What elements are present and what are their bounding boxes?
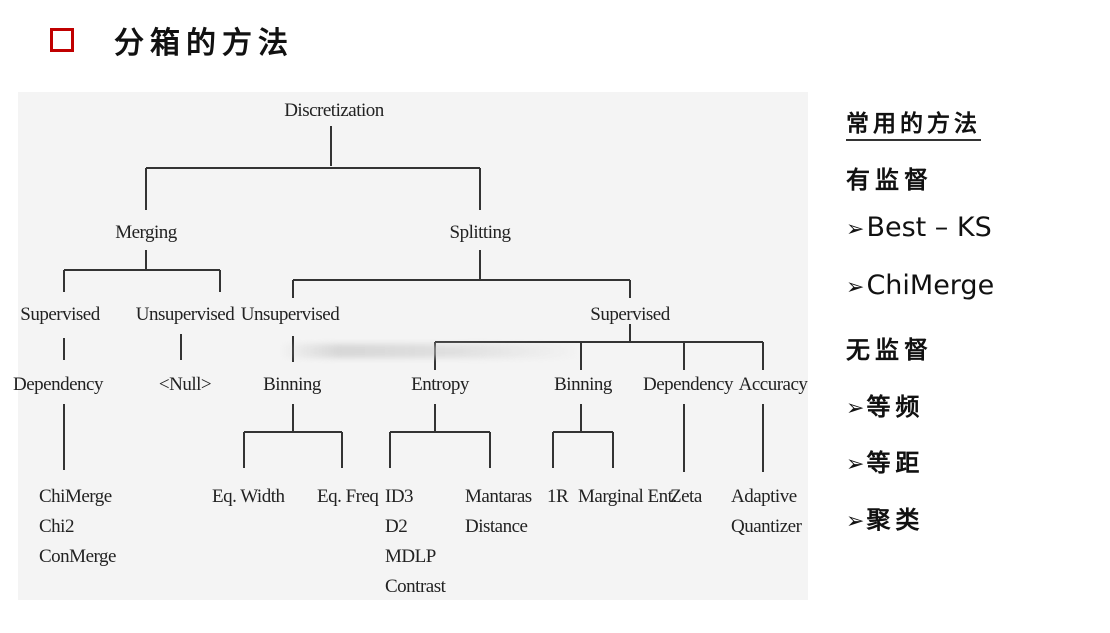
tree-connector-lines xyxy=(63,126,764,472)
common-methods-heading: 常用的方法 xyxy=(846,104,981,141)
node-binning-right: Binning xyxy=(554,374,612,395)
leaf-adaptive: Adaptive xyxy=(731,486,797,507)
leaf-entropy-group: ID3 D2 MDLP Contrast xyxy=(385,482,446,602)
method-label: Best – KS xyxy=(866,212,992,243)
leaf-conmerge: ConMerge xyxy=(39,546,116,567)
method-item-best-ks: ➢Best – KS xyxy=(846,212,992,243)
common-methods-panel: 常用的方法 有监督 ➢Best – KS ➢ChiMerge 无监督 ➢等频 ➢… xyxy=(846,100,1096,534)
leaf-zeta: Zeta xyxy=(670,486,702,507)
leaf-mdlp: MDLP xyxy=(385,546,436,567)
method-item-clustering: ➢聚类 xyxy=(846,500,924,535)
leaf-contrast: Contrast xyxy=(385,576,446,597)
scan-smudge xyxy=(280,344,580,358)
node-dependency-right: Dependency xyxy=(643,374,733,395)
node-binning-left: Binning xyxy=(263,374,321,395)
arrow-bullet-icon: ➢ xyxy=(846,275,865,300)
method-item-equal-width: ➢等距 xyxy=(846,443,924,478)
node-merging-supervised: Supervised xyxy=(20,304,100,325)
method-label: 等距 xyxy=(866,448,925,477)
node-splitting-unsupervised: Unsupervised xyxy=(240,304,340,325)
node-merging: Merging xyxy=(115,222,177,243)
leaf-chimerge: ChiMerge xyxy=(39,486,112,507)
node-entropy: Entropy xyxy=(411,374,469,395)
arrow-bullet-icon: ➢ xyxy=(846,217,865,242)
node-splitting-supervised: Supervised xyxy=(590,304,670,325)
leaf-1r: 1R xyxy=(547,486,569,507)
node-discretization: Discretization xyxy=(284,100,384,121)
method-label: ChiMerge xyxy=(866,270,995,301)
arrow-bullet-icon: ➢ xyxy=(846,509,865,534)
leaf-marginal-ent: Marginal Ent. xyxy=(578,486,677,507)
leaf-quantizer: Quantizer xyxy=(731,516,802,537)
slide-title: 分箱的方法 xyxy=(114,26,294,61)
discretization-tree-diagram: Discretization Merging Splitting Supervi… xyxy=(13,92,808,602)
node-dependency-left: Dependency xyxy=(13,374,103,395)
leaf-eq-freq: Eq. Freq xyxy=(317,486,379,507)
slide-title-row: 分箱的方法 xyxy=(50,18,294,62)
method-item-equal-frequency: ➢等频 xyxy=(846,387,924,422)
leaf-distance: Distance xyxy=(465,516,528,537)
supervised-label: 有监督 xyxy=(846,165,933,194)
leaf-mantaras: Mantaras xyxy=(465,486,532,507)
leaf-adaptive-quantizer: Adaptive Quantizer xyxy=(731,482,802,542)
node-accuracy: Accuracy xyxy=(738,374,808,395)
arrow-bullet-icon: ➢ xyxy=(846,452,865,477)
node-splitting: Splitting xyxy=(449,222,511,243)
leaf-eq-width: Eq. Width xyxy=(212,486,285,507)
leaf-id3: ID3 xyxy=(385,486,414,507)
unsupervised-label: 无监督 xyxy=(846,335,933,364)
arrow-bullet-icon: ➢ xyxy=(846,396,865,421)
node-null: <Null> xyxy=(158,374,212,395)
leaf-d2: D2 xyxy=(385,516,408,537)
node-merging-unsupervised: Unsupervised xyxy=(135,304,235,325)
leaf-chimerge-group: ChiMerge Chi2 ConMerge xyxy=(39,482,116,572)
leaf-chi2: Chi2 xyxy=(39,516,74,537)
method-label: 聚类 xyxy=(866,505,925,534)
square-bullet-icon xyxy=(50,28,74,52)
method-item-chimerge: ➢ChiMerge xyxy=(846,270,994,301)
leaf-mantaras-distance: Mantaras Distance xyxy=(465,482,532,542)
method-label: 等频 xyxy=(866,392,925,421)
